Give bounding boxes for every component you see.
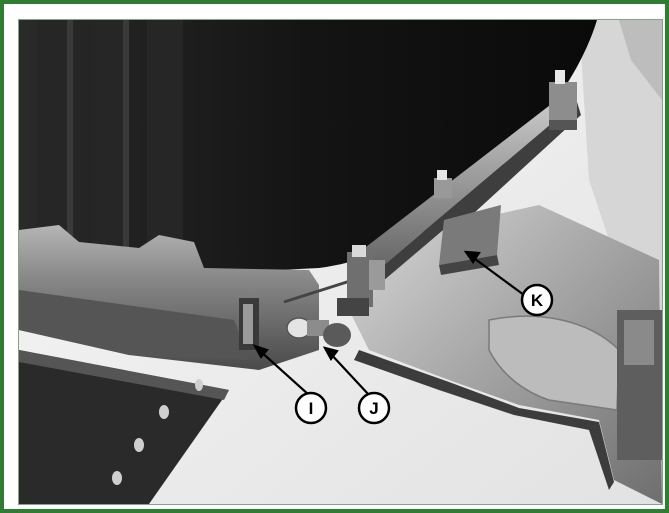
callout-j-label: J <box>369 399 378 418</box>
frame-holes <box>112 379 203 485</box>
callout-k: K <box>520 283 554 317</box>
bumper-latch-i <box>239 298 259 350</box>
callout-i: I <box>294 391 328 425</box>
mount-bracket-k <box>439 205 501 265</box>
tie-down-rail <box>349 92 577 282</box>
callout-i-label: I <box>309 399 314 418</box>
side-wall-shade <box>619 20 662 100</box>
tie-down-rail-shadow <box>364 102 581 300</box>
lower-frame-rail-top <box>19 350 229 400</box>
bumper-lower-face <box>19 290 249 360</box>
callout-j: J <box>357 391 391 425</box>
tank-rib-highlights <box>67 20 129 252</box>
mount-bracket-k-face <box>439 255 499 275</box>
latch-assembly <box>337 245 385 316</box>
callout-k-label: K <box>531 291 544 310</box>
tank-ribs <box>37 20 183 256</box>
leader-lines <box>252 250 525 396</box>
machine-illustration: I J K <box>19 20 662 504</box>
chassis-right-block-face <box>624 320 654 365</box>
upper-bracket <box>549 70 577 130</box>
mid-bracket <box>434 170 452 198</box>
illustration-panel: I J K <box>18 19 663 505</box>
chassis-lower-edge <box>354 350 614 490</box>
bolt-j <box>286 317 351 347</box>
